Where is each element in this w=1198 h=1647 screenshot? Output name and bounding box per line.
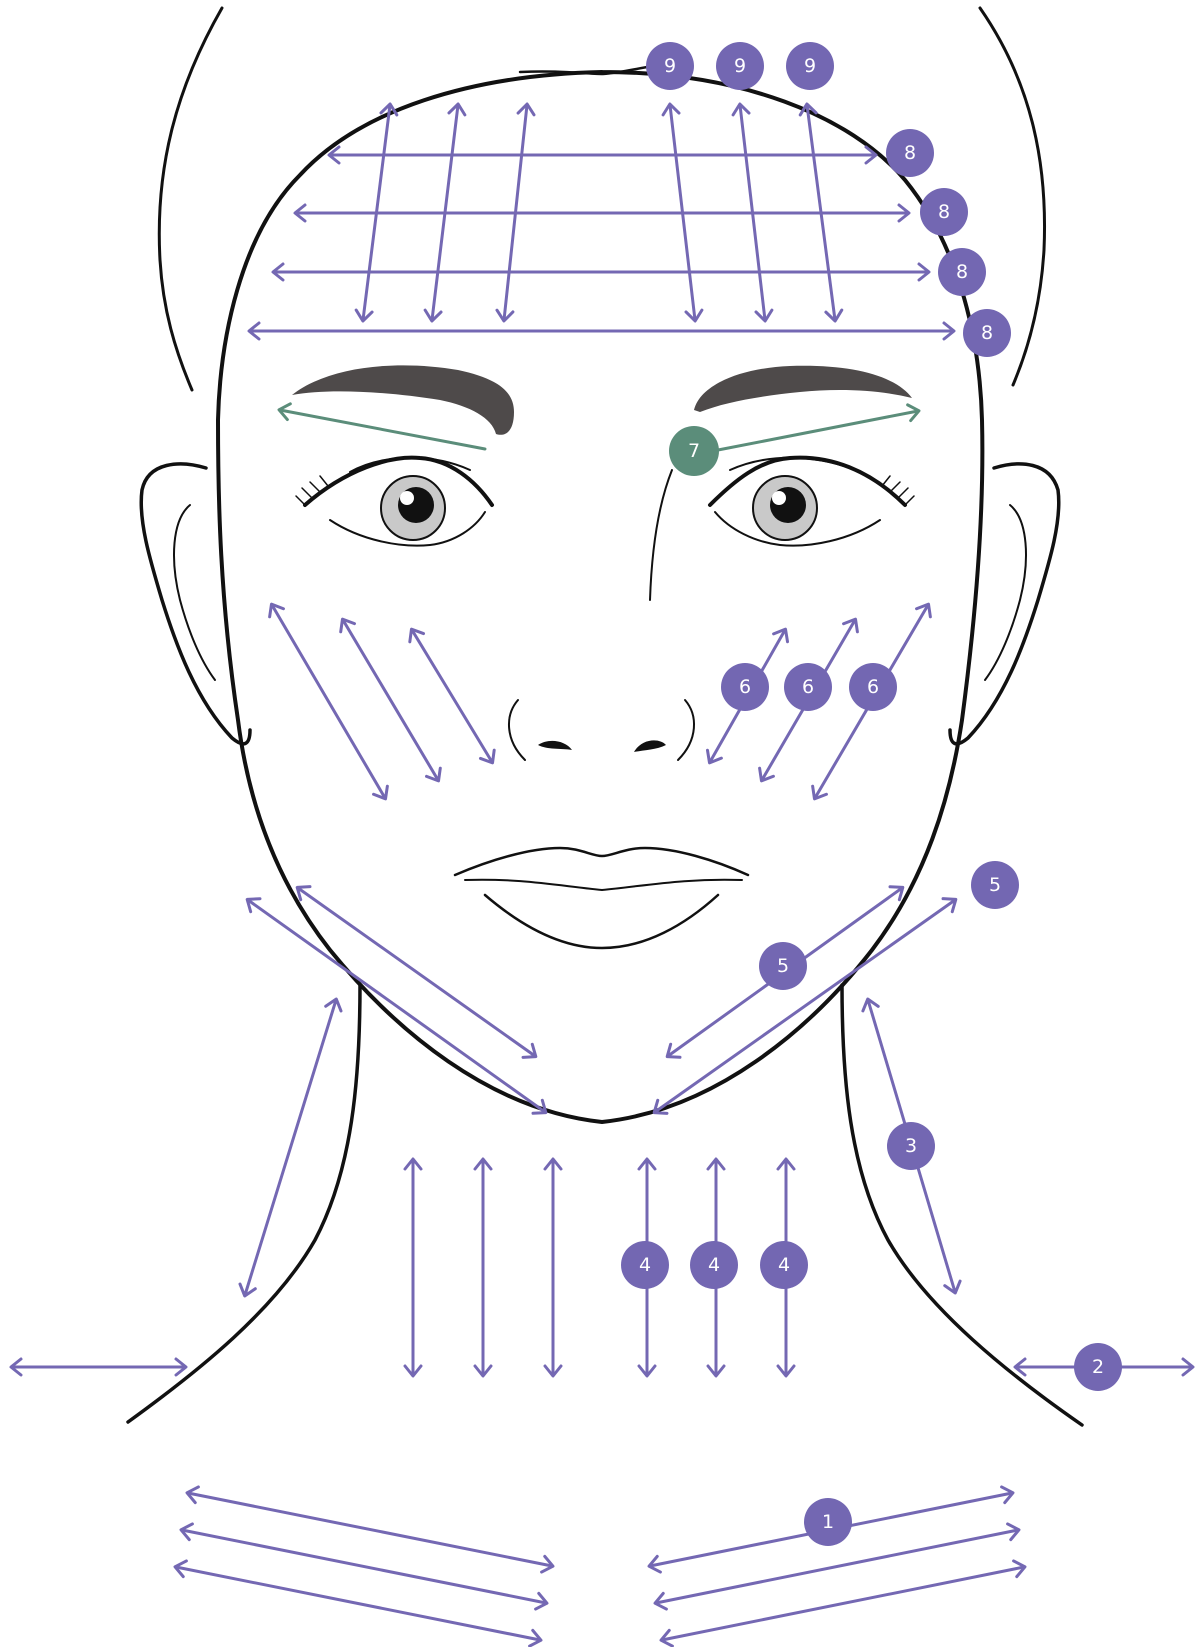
right-eyebrow [694, 366, 912, 412]
left-cheek-arrow [343, 620, 438, 780]
neck-left [128, 985, 360, 1422]
step-marker-label: 9 [734, 55, 746, 77]
step-marker-label: 8 [938, 201, 950, 223]
left-collarbone-arrow [182, 1530, 546, 1603]
step-marker-label: 6 [802, 676, 814, 698]
lip-line [465, 880, 742, 890]
step-marker-label: 6 [739, 676, 751, 698]
step-marker-label: 5 [989, 874, 1001, 896]
nose-left-wing [509, 700, 525, 760]
step-marker-label: 8 [904, 142, 916, 164]
step-marker-label: 9 [804, 55, 816, 77]
left-jaw-arrow [248, 900, 545, 1112]
step-marker-6: 6 [784, 663, 832, 711]
step-marker-6: 6 [849, 663, 897, 711]
step-marker-4: 4 [621, 1241, 669, 1289]
step-marker-1: 1 [804, 1498, 852, 1546]
step-marker-label: 2 [1092, 1356, 1104, 1378]
left-jaw-arrow [298, 888, 535, 1056]
right-nostril [634, 740, 666, 752]
step-marker-label: 4 [639, 1254, 651, 1276]
left-eye-crease [350, 458, 470, 472]
left-cheek-arrow [272, 605, 385, 798]
left-side-neck-arrow [245, 1000, 336, 1295]
step-marker-6: 6 [721, 663, 769, 711]
step-marker-label: 7 [688, 440, 700, 462]
step-marker-label: 8 [956, 261, 968, 283]
step-marker-5: 5 [759, 942, 807, 990]
step-marker-8: 8 [963, 309, 1011, 357]
step-marker-label: 1 [822, 1511, 834, 1533]
left-eye-highlight [400, 491, 414, 505]
lower-lip [485, 895, 718, 948]
step-marker-7: 7 [669, 426, 719, 476]
nose-right-wing [678, 700, 694, 760]
left-collarbone-arrow [188, 1493, 552, 1566]
right-eye-highlight [772, 491, 786, 505]
step-markers: 9 9 9 8 8 8 8 7 [621, 42, 1122, 1546]
left-eyebrow [292, 365, 514, 434]
step-marker-label: 3 [905, 1135, 917, 1157]
upper-lip [455, 848, 748, 875]
right-collarbone-arrow [662, 1567, 1024, 1640]
left-brow-arrow [280, 410, 485, 449]
step-marker-4: 4 [690, 1241, 738, 1289]
step-marker-8: 8 [938, 248, 986, 296]
right-jaw-arrow [655, 900, 955, 1112]
step-marker-label: 4 [708, 1254, 720, 1276]
step-marker-label: 4 [778, 1254, 790, 1276]
step-marker-9: 9 [716, 42, 764, 90]
step-marker-label: 9 [664, 55, 676, 77]
step-marker-label: 5 [777, 955, 789, 977]
step-marker-4: 4 [760, 1241, 808, 1289]
hair-outline-left [159, 8, 222, 390]
step-marker-label: 6 [867, 676, 879, 698]
face-contour [218, 72, 982, 1122]
step-marker-8: 8 [886, 129, 934, 177]
step-marker-label: 8 [981, 322, 993, 344]
step-marker-8: 8 [920, 188, 968, 236]
left-collarbone-arrow [176, 1567, 540, 1640]
right-brow-arrow [718, 411, 918, 450]
left-cheek-arrow [412, 630, 492, 762]
step-marker-5: 5 [971, 861, 1019, 909]
step-marker-9: 9 [646, 42, 694, 90]
nose-bridge [650, 470, 672, 600]
step-marker-9: 9 [786, 42, 834, 90]
left-nostril [538, 741, 572, 750]
step-marker-2: 2 [1074, 1343, 1122, 1391]
step-marker-3: 3 [887, 1122, 935, 1170]
neck-right [842, 985, 1082, 1425]
